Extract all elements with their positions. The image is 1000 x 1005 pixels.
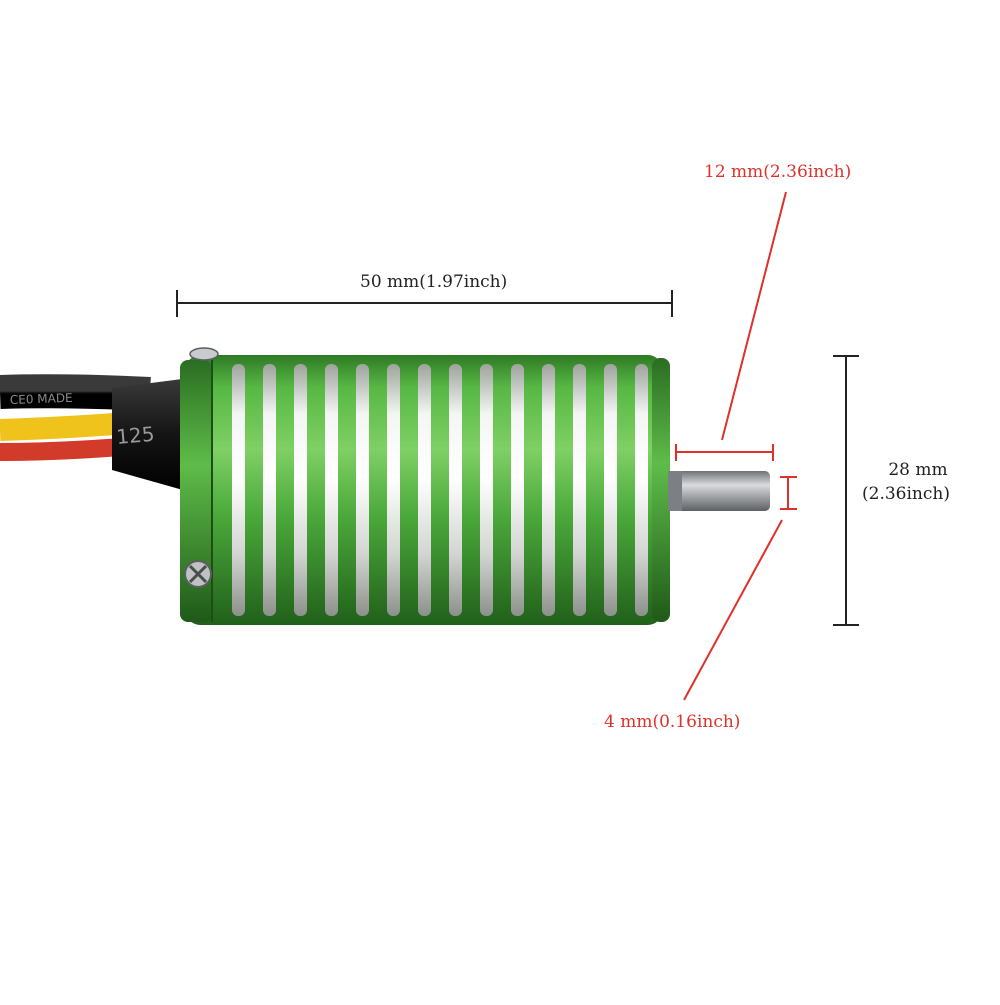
cooling-fin — [232, 364, 245, 616]
cooling-fin — [604, 364, 617, 616]
motor-body — [180, 355, 670, 625]
shaft-length-label: 12 mm(2.36inch) — [704, 162, 852, 182]
cooling-fin — [263, 364, 276, 616]
cooling-fin — [573, 364, 586, 616]
cooling-fin — [480, 364, 493, 616]
svg-text:CE0 MADE: CE0 MADE — [10, 391, 73, 407]
cooling-fin — [325, 364, 338, 616]
cooling-fin — [511, 364, 524, 616]
cooling-fin — [356, 364, 369, 616]
cooling-fins — [232, 364, 648, 616]
cooling-fin — [542, 364, 555, 616]
screw-icon — [184, 560, 212, 588]
shaft-length-dimension-line — [675, 191, 787, 461]
cooling-fin — [635, 364, 648, 616]
length-label: 50 mm(1.97inch) — [360, 272, 508, 292]
cable-print: 125 — [115, 422, 155, 449]
shaft-diameter-label: 4 mm(0.16inch) — [604, 712, 741, 732]
cooling-fin — [294, 364, 307, 616]
cooling-fin — [449, 364, 462, 616]
heat-shrink-sleeve: 125 — [112, 378, 190, 492]
length-dimension-line — [176, 290, 673, 317]
motor-shaft — [668, 471, 770, 511]
cooling-fin — [418, 364, 431, 616]
diameter-inch-label: (2.36inch) — [862, 484, 950, 504]
diameter-mm-label: 28 mm — [888, 460, 948, 480]
shaft-diameter-dimension-line — [683, 476, 797, 701]
diameter-dimension-line — [833, 355, 859, 626]
screw-icon — [189, 347, 219, 361]
cooling-fin — [387, 364, 400, 616]
